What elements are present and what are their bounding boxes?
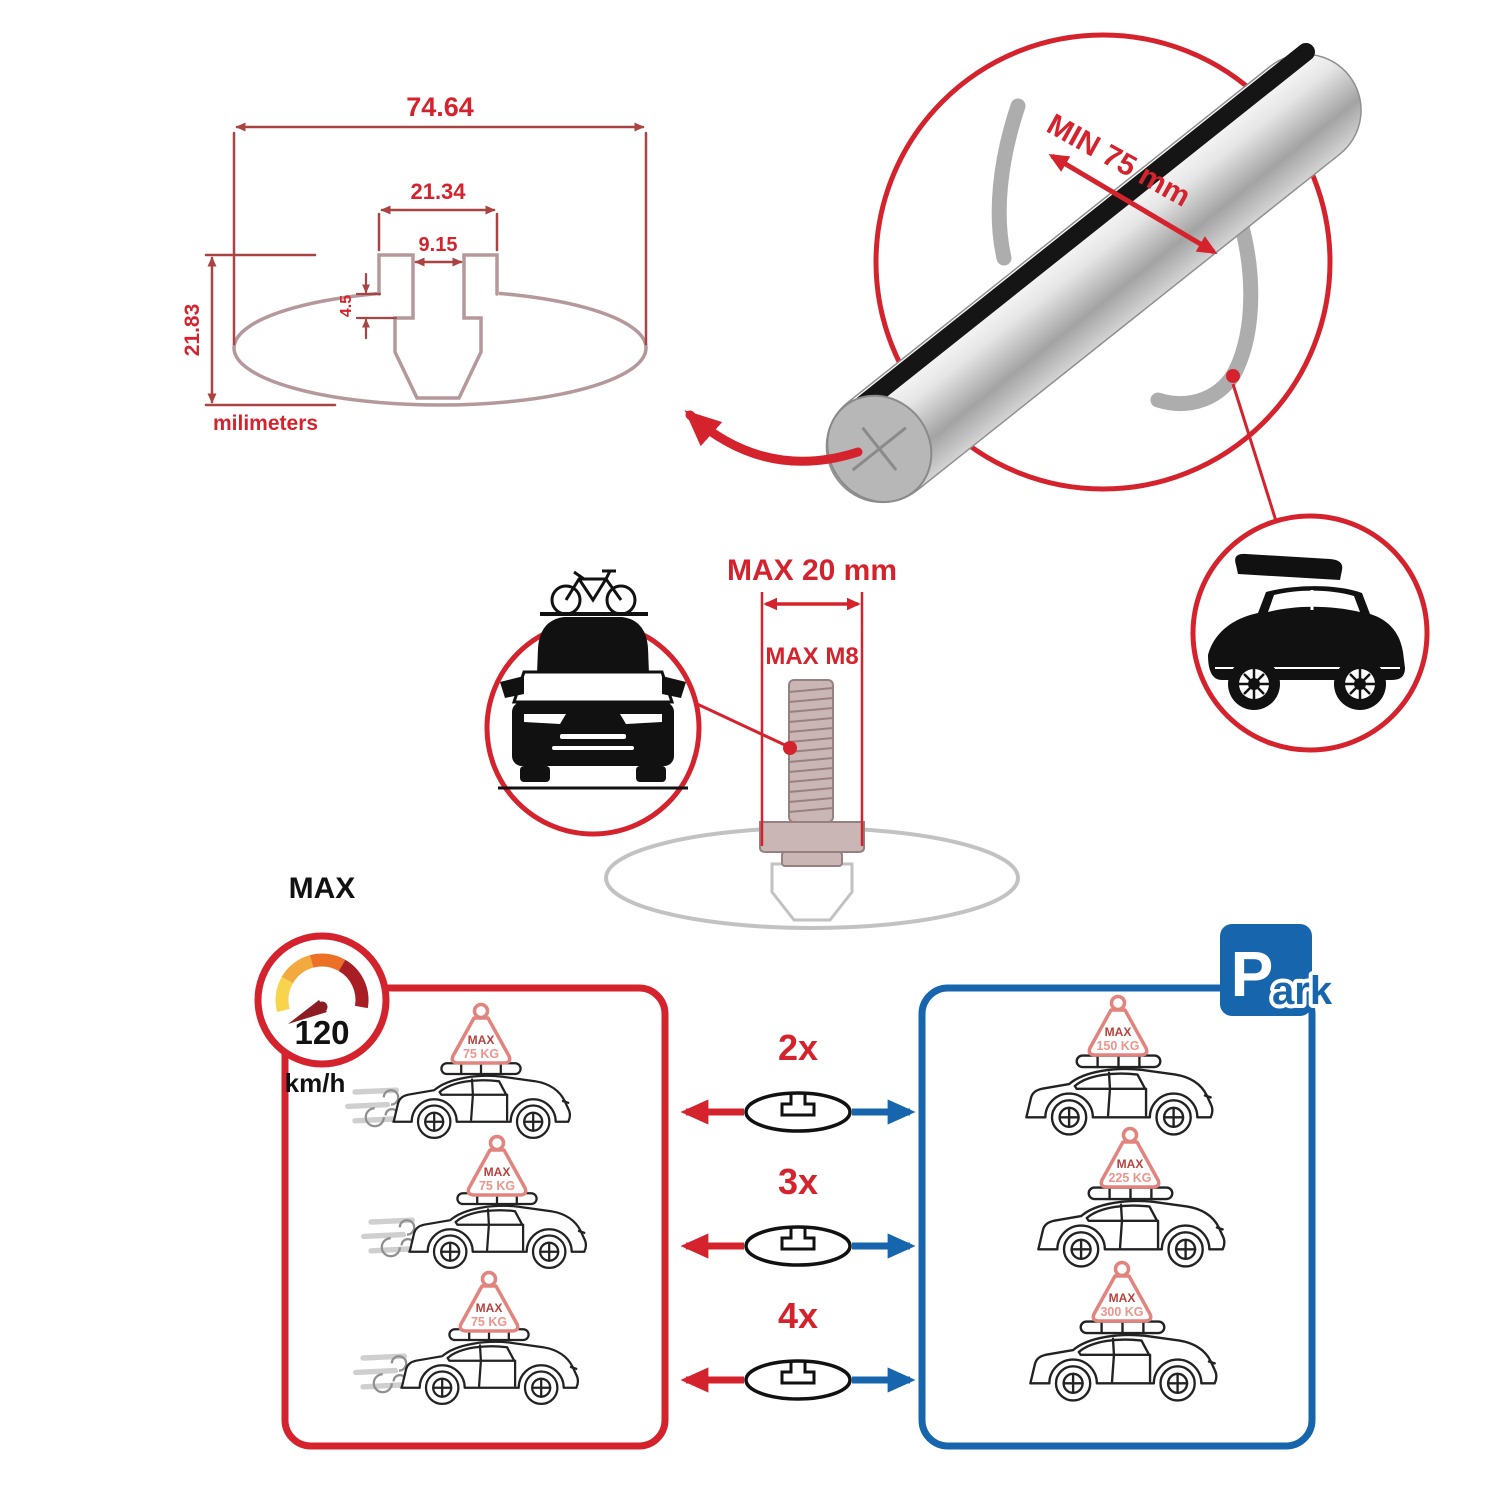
multiplier-2x-label: 2x: [778, 1027, 818, 1068]
callout-connector: [1231, 383, 1278, 522]
multiplier-row-4x: 4x: [680, 1295, 916, 1401]
parked-car-3: MAX 300 KG: [1029, 1260, 1218, 1402]
parked-car-2: MAX 225 KG: [1037, 1126, 1226, 1268]
svg-text:MAX: MAX: [1105, 1025, 1132, 1039]
parked-car-1: MAX 150 KG: [1025, 994, 1214, 1136]
multiplier-row-3x: 3x: [680, 1161, 916, 1267]
min-span-arrow: [1048, 153, 1218, 255]
speed-max-label: MAX: [289, 872, 356, 905]
fixing-strap: [991, 98, 1259, 378]
dim-slot-inner-value: 9.15: [419, 234, 458, 256]
dimension-total-width: [232, 122, 648, 346]
load-tag-150: MAX 150 KG: [1087, 994, 1149, 1057]
crossbar-glyph-3: [744, 1359, 852, 1401]
park-letter: P: [1231, 938, 1274, 1010]
dim-total-height-value: 21.83: [181, 304, 204, 357]
dimension-total-height: [204, 253, 337, 407]
svg-text:300 KG: 300 KG: [1100, 1305, 1143, 1319]
unit-label: milimeters: [213, 412, 318, 435]
park-rest: ark: [1272, 969, 1333, 1013]
car-hood: [511, 670, 675, 704]
suv-roofbox-icon: [1190, 513, 1430, 753]
gauge-arc: [275, 953, 369, 1013]
bolt-dot: [783, 741, 797, 755]
bolt-connector: [694, 701, 788, 748]
dimension-lip-height: [355, 272, 398, 340]
svg-text:MAX: MAX: [468, 1033, 495, 1047]
dim-lip-height-value: 4.5: [338, 295, 355, 317]
t-bolt: [759, 679, 865, 867]
roof-box: [1235, 553, 1343, 580]
multiplier-4x-label: 4x: [778, 1295, 818, 1336]
driving-car-2: MAX 75 KG: [364, 1134, 588, 1270]
bicycle-icon: [550, 569, 637, 616]
bar-detail-callout: MIN 75 mm: [825, 32, 1362, 504]
t-slot-channel: [377, 253, 499, 400]
load-tag-75-2: MAX 75 KG: [466, 1134, 528, 1197]
svg-text:75 KG: 75 KG: [471, 1315, 507, 1329]
speed-limit-gauge: MAX 120 km/h: [254, 872, 390, 1098]
svg-text:75 KG: 75 KG: [479, 1179, 515, 1193]
svg-text:150 KG: 150 KG: [1096, 1039, 1139, 1053]
driving-car-1: MAX 75 KG: [348, 1002, 572, 1140]
multiplier-3x-label: 3x: [778, 1161, 818, 1202]
speed-value: 120: [294, 1014, 349, 1051]
dim-total-width-value: 74.64: [406, 92, 474, 122]
speed-unit: km/h: [285, 1068, 346, 1098]
load-tag-300: MAX 300 KG: [1091, 1260, 1153, 1323]
svg-text:75 KG: 75 KG: [463, 1047, 499, 1061]
bolt-callout: MAX 20 mm MAX M8: [604, 554, 1020, 930]
svg-text:MAX: MAX: [1109, 1291, 1136, 1305]
svg-text:225 KG: 225 KG: [1108, 1171, 1151, 1185]
car-front-bike-icon: [484, 569, 702, 837]
dimension-slot-outer: [377, 205, 499, 252]
crossbar-glyph-2: [744, 1225, 852, 1267]
technical-drawing: 74.64 21.34 9.15 4.5 21.83 milimeters: [181, 92, 648, 435]
load-tag-225: MAX 225 KG: [1099, 1126, 1161, 1189]
dim-slot-outer-value: 21.34: [410, 179, 466, 204]
bolt-max-thread-label: MAX M8: [765, 643, 858, 670]
park-sign: P ark: [1220, 924, 1337, 1017]
multiplier-row-2x: 2x: [680, 1027, 916, 1133]
bolt-max-width-label: MAX 20 mm: [727, 554, 897, 587]
load-tag-75-3: MAX 75 KG: [458, 1270, 520, 1333]
crossbar-glyph-1: [744, 1091, 852, 1133]
callout-dot: [1226, 369, 1240, 383]
bolt-dimension: [760, 592, 864, 846]
driving-car-3: MAX 75 KG: [356, 1270, 580, 1406]
svg-text:MAX: MAX: [1117, 1157, 1144, 1171]
park-sign-square: [1220, 924, 1312, 1016]
svg-text:MAX: MAX: [484, 1165, 511, 1179]
svg-text:MAX: MAX: [476, 1301, 503, 1315]
zoom-arrow: [684, 410, 863, 466]
load-tag-75-1: MAX 75 KG: [450, 1002, 512, 1065]
